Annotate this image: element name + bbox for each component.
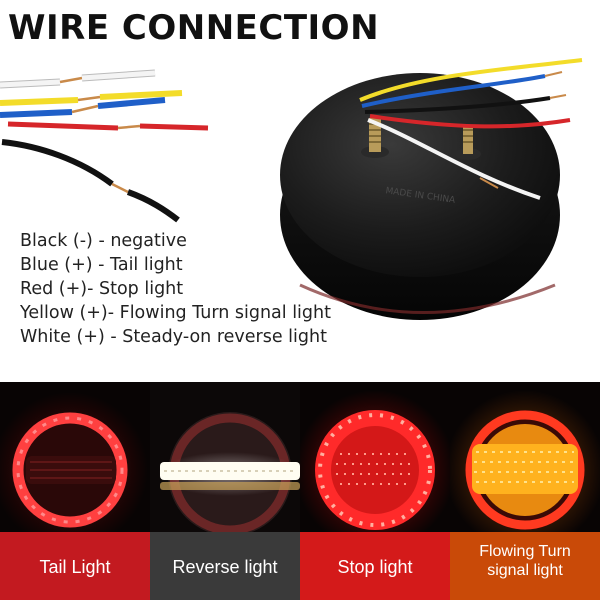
red-wire (7, 121, 209, 131)
legend-yellow: Yellow (+)- Flowing Turn signal light (20, 303, 331, 323)
reverse-light-lamp (150, 382, 300, 600)
tail-light-label: Tail Light (39, 557, 111, 577)
panel-stop-light: Stop light (300, 382, 450, 600)
legend-white: White (+) - Steady-on reverse light (20, 327, 327, 347)
wire-legend: Black (-) - negative Blue (+) - Tail lig… (20, 229, 331, 349)
legend-red: Red (+)- Stop light (20, 279, 184, 299)
lamp-wires (359, 58, 583, 200)
turn-signal-lamp (450, 382, 600, 600)
right-stud (455, 125, 481, 160)
lamp-function-gallery: Tail Light Reverse light (0, 382, 600, 600)
turn-signal-label-line1: Flowing Turn (479, 543, 571, 560)
tail-light-lamp (0, 382, 150, 600)
blue-wire (0, 97, 166, 118)
turn-signal-label-line2: signal light (487, 562, 563, 579)
panel-reverse-light: Reverse light (150, 382, 300, 600)
reverse-light-label: Reverse light (172, 557, 278, 577)
lamp-back-photo: MADE IN CHINA (280, 58, 583, 320)
panel-flowing-turn-signal: Flowing Turn signal light (450, 382, 600, 600)
legend-blue: Blue (+) - Tail light (20, 255, 183, 275)
turn-signal-label: Flowing Turn signal light (450, 542, 600, 580)
white-wire (0, 69, 156, 89)
panel-tail-light: Tail Light (0, 382, 150, 600)
stop-light-lamp (300, 382, 450, 600)
yellow-wire (0, 90, 183, 106)
black-wire (1, 139, 180, 223)
legend-black: Black (-) - negative (20, 231, 187, 251)
wire-bundle-illustration (0, 69, 209, 223)
page-title: WIRE CONNECTION (8, 8, 380, 48)
stop-light-label: Stop light (337, 557, 413, 577)
